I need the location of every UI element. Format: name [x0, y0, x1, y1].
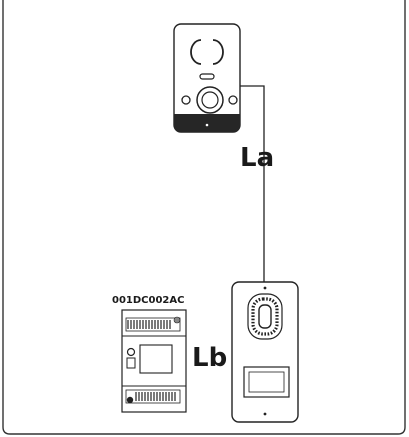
- outdoor-entry-panel: [231, 281, 299, 423]
- power-supply-module: [121, 309, 187, 413]
- connection-wire: [236, 85, 265, 282]
- cable-lb-label: Lb: [192, 343, 227, 373]
- cable-la-label: La: [240, 143, 274, 173]
- indoor-monitor-unit: [173, 23, 241, 133]
- module-code-label: 001DC002AC: [112, 295, 184, 306]
